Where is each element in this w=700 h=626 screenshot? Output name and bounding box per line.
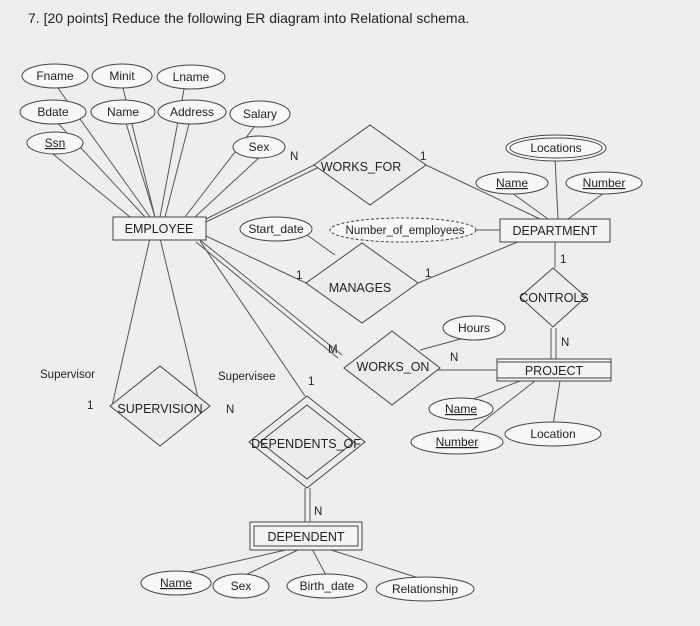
label-department: DEPARTMENT <box>513 224 598 238</box>
label-dependent: DEPENDENT <box>267 530 344 544</box>
rel-dependents-of <box>248 395 366 489</box>
entity-employee <box>112 216 207 241</box>
label-salary: Salary <box>243 107 277 121</box>
label-employee-name: Name <box>107 105 139 119</box>
card-dependents-of-employee: 1 <box>308 376 314 388</box>
label-fname: Fname <box>36 69 74 83</box>
label-project-name: Name <box>445 402 477 416</box>
attr-employee-name <box>90 99 156 125</box>
attr-project-name <box>428 397 494 421</box>
attr-dependent-sex <box>212 573 270 599</box>
card-works-on-employee: M <box>328 344 338 356</box>
label-controls: CONTROLS <box>519 291 588 305</box>
entity-department <box>499 218 611 243</box>
card-supervision-supervisor: 1 <box>87 400 93 412</box>
attr-project-location <box>504 421 602 447</box>
attr-relationship <box>375 576 475 602</box>
attr-bdate <box>19 99 87 125</box>
label-lname: Lname <box>173 70 210 84</box>
label-department-number: Number <box>583 176 626 190</box>
card-supervision-supervisee: N <box>226 404 234 416</box>
attr-department-name <box>475 171 549 195</box>
attr-fname <box>21 63 89 89</box>
attr-locations-inner <box>509 137 603 159</box>
card-controls-department: 1 <box>560 254 566 266</box>
label-dependents-of: DEPENDENTS_OF <box>251 437 361 451</box>
attr-dependent-name <box>140 570 212 596</box>
label-department-name: Name <box>496 176 528 190</box>
label-address: Address <box>170 105 214 119</box>
label-minit: Minit <box>109 69 135 83</box>
attr-address <box>157 99 227 125</box>
label-works-for: WORKS_FOR <box>321 160 402 174</box>
rel-works-on <box>343 330 441 406</box>
attr-hours <box>442 315 506 341</box>
attr-number-of-employees <box>329 217 477 243</box>
label-dependent-name: Name <box>160 576 192 590</box>
attr-start-date <box>239 216 313 242</box>
label-works-on: WORKS_ON <box>357 360 430 374</box>
attr-project-number <box>410 429 504 455</box>
card-works-for-employee: N <box>290 151 298 163</box>
rel-manages <box>305 242 419 324</box>
attr-minit <box>91 63 153 89</box>
label-employee-sex: Sex <box>249 140 270 154</box>
label-number-of-employees: Number_of_employees <box>346 225 465 237</box>
attr-lname <box>156 64 226 90</box>
label-supervisor-role: Supervisor <box>40 369 95 381</box>
label-project-location: Location <box>530 427 575 441</box>
label-project-number: Number <box>436 435 479 449</box>
rel-controls <box>519 267 587 328</box>
attr-ssn <box>26 131 84 155</box>
rel-supervision <box>109 365 211 447</box>
attr-department-number <box>565 171 643 195</box>
attr-employee-sex <box>232 135 286 159</box>
label-birth-date: Birth_date <box>300 579 355 593</box>
label-hours: Hours <box>458 321 490 335</box>
card-controls-project: N <box>561 337 569 349</box>
label-dependent-sex: Sex <box>231 579 252 593</box>
entity-dependent-inner <box>253 525 359 547</box>
label-employee: EMPLOYEE <box>125 222 194 236</box>
entity-project-inner <box>496 361 612 379</box>
attr-locations <box>505 134 607 162</box>
attr-salary <box>229 100 291 128</box>
label-manages: MANAGES <box>329 281 392 295</box>
attr-birth-date <box>286 573 368 599</box>
rel-works-for <box>313 124 427 206</box>
label-supervisee-role: Supervisee <box>218 371 276 383</box>
label-relationship: Relationship <box>392 582 458 596</box>
connector-lines <box>47 83 605 581</box>
rel-dependents-of-inner <box>259 404 355 480</box>
entity-dependent <box>249 521 363 551</box>
card-dependents-of-dependent: N <box>314 506 322 518</box>
question-title: 7. [20 points] Reduce the following ER d… <box>28 10 470 26</box>
label-supervision: SUPERVISION <box>117 402 202 416</box>
card-works-for-department: 1 <box>420 151 426 163</box>
label-start-date: Start_date <box>248 222 304 236</box>
label-ssn: Ssn <box>45 136 66 150</box>
label-bdate: Bdate <box>37 105 69 119</box>
card-manages-department: 1 <box>425 268 431 280</box>
card-manages-employee: 1 <box>296 270 302 282</box>
label-project: PROJECT <box>525 364 584 378</box>
card-works-on-project: N <box>450 352 458 364</box>
label-locations: Locations <box>530 141 581 155</box>
